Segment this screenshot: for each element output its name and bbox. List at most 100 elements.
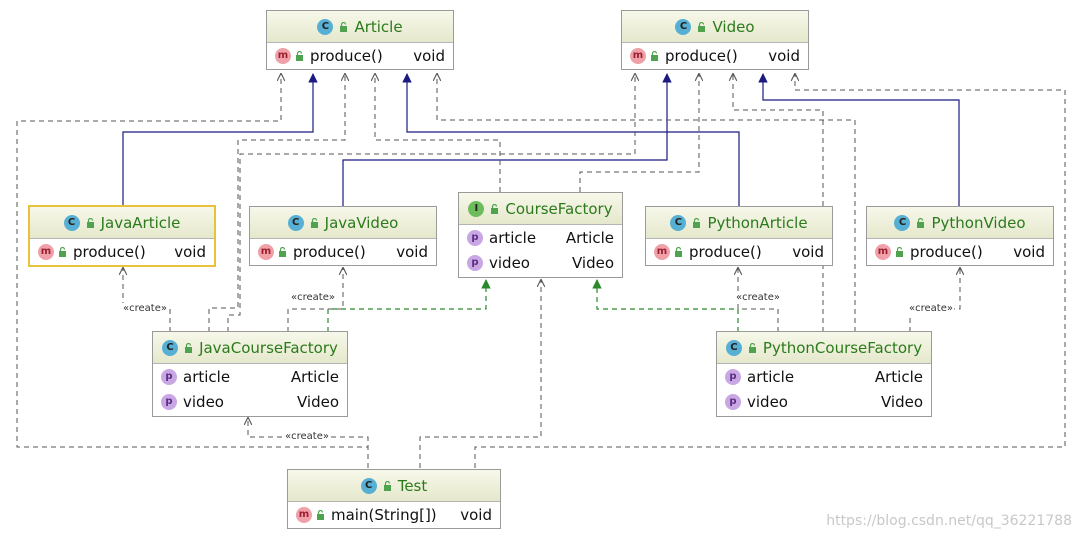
member-type: void [768,46,800,65]
member-name: produce() [689,242,762,261]
method-icon: m [275,47,291,64]
public-lock-icon [383,480,391,491]
class-name: JavaCourseFactory [199,338,338,357]
class-kind-icon: C [317,18,334,35]
public-lock-icon [310,217,318,228]
class-video[interactable]: C Video m produce() void [621,10,809,70]
method-icon: m [654,243,670,260]
dep-pythonfactory-article [437,74,856,332]
public-lock-icon [185,342,193,353]
class-header: C JavaArticle [30,207,214,239]
class-header: C Video [622,11,808,43]
dep-javafactory-video [227,74,635,332]
class-article[interactable]: C Article m produce() void [266,10,454,70]
member-name: main(String[]) [331,505,437,524]
property-row[interactable]: p article Article [153,364,347,389]
member-type: Article [290,367,339,386]
public-lock-icon [917,217,925,228]
property-row[interactable]: p video Video [717,389,931,414]
public-lock-icon [693,217,701,228]
class-python-article[interactable]: C PythonArticle m produce() void [645,206,833,266]
create-label: «create» [284,431,330,442]
class-header: C PythonVideo [867,207,1053,239]
method-icon: m [258,243,274,260]
public-lock-icon [675,246,682,257]
member-name: produce() [293,242,366,261]
class-name: Article [354,17,403,36]
class-java-video[interactable]: C JavaVideo m produce() void [249,206,437,266]
class-header: C PythonArticle [646,207,832,239]
member-name: produce() [665,46,738,65]
member-type: void [396,242,428,261]
property-row[interactable]: p article Article [717,364,931,389]
class-name: JavaArticle [100,213,181,232]
method-row[interactable]: m produce() void [30,239,214,264]
dep-javafactory-javaarticle [123,268,171,332]
realize-javafactory-coursefactory [327,279,491,332]
watermark: https://blog.csdn.net/qq_36221788 [826,513,1072,529]
dep-test-coursefactory [419,280,541,468]
class-kind-icon: C [162,339,179,356]
method-icon: m [630,47,646,64]
public-lock-icon [698,21,706,32]
method-row[interactable]: m produce() void [250,239,436,264]
member-type: void [1013,242,1045,261]
method-row[interactable]: m main(String[]) void [288,502,500,527]
class-python-course-factory[interactable]: C PythonCourseFactory p article Article … [716,331,932,417]
class-header: C JavaVideo [250,207,436,239]
class-name: PythonCourseFactory [762,338,923,357]
method-row[interactable]: m produce() void [267,43,453,68]
member-name: article [747,367,795,386]
class-java-course-factory[interactable]: C JavaCourseFactory p article Article p … [152,331,348,417]
member-name: article [489,228,537,247]
property-row[interactable]: p video Video [459,250,622,275]
create-label: «create» [735,292,781,303]
inherit-javaarticle-article [122,73,318,206]
method-row[interactable]: m produce() void [867,239,1053,264]
class-kind-icon: C [287,214,304,231]
class-header: I CourseFactory [459,193,622,225]
property-icon: p [161,368,177,385]
member-type: void [792,242,824,261]
class-header: C JavaCourseFactory [153,332,347,364]
class-kind-icon: C [63,214,80,231]
member-type: Video [296,392,339,411]
member-name: video [747,392,788,411]
class-kind-icon: C [675,18,692,35]
class-name: PythonVideo [931,213,1026,232]
member-name: video [183,392,224,411]
public-lock-icon [748,342,756,353]
property-row[interactable]: p video Video [153,389,347,414]
class-java-article[interactable]: C JavaArticle m produce() void [28,205,216,267]
public-lock-icon [59,246,66,257]
method-row[interactable]: m produce() void [622,43,808,68]
class-kind-icon: C [670,214,687,231]
public-lock-icon [317,509,324,520]
property-row[interactable]: p article Article [459,225,622,250]
member-type: Article [565,228,614,247]
dep-coursefactory-video [579,74,699,192]
public-lock-icon [340,21,348,32]
dep-javafactory-article [208,74,345,332]
dep-javafactory-javavideo [287,268,343,332]
public-lock-icon [491,203,499,214]
create-label: «create» [122,303,168,314]
dep-test-article [16,74,369,468]
property-icon: p [467,254,483,271]
public-lock-icon [279,246,286,257]
class-name: Video [712,17,755,36]
method-icon: m [38,243,54,260]
runnable-class-icon: C [360,477,377,494]
realize-pythonfactory-coursefactory [592,279,739,332]
property-icon: p [725,368,741,385]
class-test[interactable]: C Test m main(String[]) void [287,469,501,529]
member-name: produce() [310,46,383,65]
class-python-video[interactable]: C PythonVideo m produce() void [866,206,1054,266]
interface-course-factory[interactable]: I CourseFactory p article Article p vide… [458,192,623,278]
class-header: C Article [267,11,453,43]
public-lock-icon [296,50,303,61]
property-icon: p [161,393,177,410]
public-lock-icon [651,50,658,61]
method-row[interactable]: m produce() void [646,239,832,264]
inherit-pythonarticle-article [402,73,740,206]
